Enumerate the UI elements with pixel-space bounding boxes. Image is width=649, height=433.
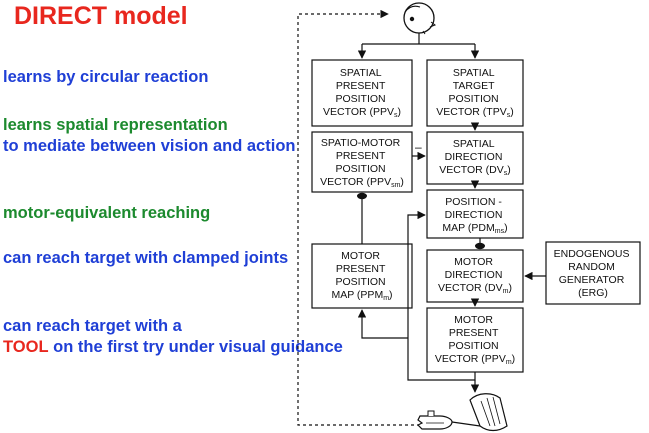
bullet-5-text-tool: TOOL [3, 338, 49, 356]
erg-line-3: GENERATOR [559, 274, 625, 286]
bullet-motor-equivalent: motor-equivalent reaching [3, 203, 210, 224]
box-ppm-m [311, 243, 413, 309]
bullet-5-text-b: on the first try under visual guidance [53, 338, 343, 356]
box-dv-s-text: SPATIAL DIRECTION VECTOR (DVs) [439, 138, 511, 177]
box-ppv-sm [311, 131, 413, 193]
box-pdm-ms-text: POSITION - DIRECTION MAP (PDMms) [442, 196, 507, 235]
bullet-2-text-a: learns [3, 116, 57, 134]
dv-s-line-2: DIRECTION [445, 151, 503, 163]
ppv-m-line-3: POSITION [448, 340, 498, 352]
box-dv-m [426, 249, 524, 303]
ppv-sm-line-1: SPATIO-MOTOR [321, 137, 401, 149]
minus-sign: – [415, 140, 422, 154]
bullet-clamped-joints: can reach target with clamped joints [3, 248, 288, 269]
ppm-m-line-3: POSITION [335, 276, 385, 288]
box-ppv-s-text: SPATIAL PRESENT POSITION VECTOR (PPVs) [323, 67, 401, 119]
ppm-m-line-1: MOTOR [341, 250, 380, 262]
erg-line-4: (ERG) [578, 287, 608, 299]
pdm-ms-line-3: MAP (PDMms) [442, 222, 507, 235]
box-ppv-m [426, 307, 524, 373]
ppv-s-line-2: PRESENT [336, 80, 386, 92]
ppv-sm-line-2: PRESENT [336, 150, 386, 162]
eye-face-icon [403, 2, 437, 35]
bullet-tool: can reach target with a TOOL on the firs… [3, 316, 343, 358]
dv-m-line-1: MOTOR [454, 256, 493, 268]
ppm-m-line-4: MAP (PPMm) [331, 289, 392, 302]
adaptive-synapse-ppvsm [357, 192, 367, 200]
box-erg [545, 241, 641, 305]
ppv-m-line-4: VECTOR (PPVm) [435, 353, 515, 366]
hand-icon [416, 410, 453, 430]
arm-icon [451, 393, 508, 432]
ppv-s-line-3: POSITION [335, 93, 385, 105]
arrow-ppvm-to-ppm [357, 309, 408, 339]
box-ppm-m-text: MOTOR PRESENT POSITION MAP (PPMm) [331, 250, 392, 302]
tpv-s-line-4: VECTOR (TPVs) [436, 106, 513, 119]
ppv-s-line-1: SPATIAL [340, 67, 382, 79]
bullet-2-text-b: spatial representation [56, 116, 228, 134]
bullet-1-text: learns by circular reaction [3, 68, 209, 86]
dv-m-line-2: DIRECTION [445, 269, 503, 281]
bullet-5-text-a: can reach target with a [3, 317, 182, 335]
tpv-s-line-1: SPATIAL [453, 67, 495, 79]
box-pdm-ms [426, 189, 524, 239]
ppv-sm-line-3: POSITION [335, 163, 385, 175]
box-tpv-s-text: SPATIAL TARGET POSITION VECTOR (TPVs) [436, 67, 513, 119]
dv-s-line-1: SPATIAL [453, 138, 495, 150]
slide-title: DIRECT model [14, 2, 188, 30]
ppm-m-line-2: PRESENT [336, 263, 386, 275]
dv-s-line-3: VECTOR (DVs) [439, 164, 511, 177]
ppv-m-line-2: PRESENT [449, 327, 499, 339]
visual-feedback-dashed-line [297, 9, 420, 426]
box-erg-text: ENDOGENOUS RANDOM GENERATOR (ERG) [554, 248, 633, 299]
box-ppv-sm-text: SPATIO-MOTOR PRESENT POSITION VECTOR (PP… [320, 137, 404, 189]
bullet-4-text: can reach target with clamped joints [3, 249, 289, 267]
bullet-3-text: motor-equivalent reaching [3, 204, 211, 222]
pdm-ms-line-1: POSITION - [445, 196, 502, 208]
erg-line-1: ENDOGENOUS [554, 248, 630, 260]
dv-m-line-3: VECTOR (DVm) [438, 282, 512, 295]
box-ppv-s [311, 59, 413, 127]
ppv-m-line-1: MOTOR [454, 314, 493, 326]
erg-line-2: RANDOM [568, 261, 615, 273]
tpv-s-line-2: TARGET [453, 80, 495, 92]
bullet-spatial-representation: learns spatial representation to mediate… [3, 115, 295, 157]
adaptive-synapse-dvm [475, 242, 485, 250]
bullet-circular-reaction: learns by circular reaction [3, 67, 208, 88]
box-dv-m-text: MOTOR DIRECTION VECTOR (DVm) [438, 256, 512, 295]
box-dv-s [426, 131, 524, 185]
bullet-2-text-c: to mediate between vision and action [3, 137, 296, 155]
eye-branch-line [362, 33, 475, 45]
tpv-s-line-3: POSITION [448, 93, 498, 105]
ppv-sm-line-4: VECTOR (PPVsm) [320, 176, 404, 189]
arrow-ppvm-feedback-to-ppm [407, 210, 476, 381]
pdm-ms-line-2: DIRECTION [445, 209, 503, 221]
ppv-s-line-4: VECTOR (PPVs) [323, 106, 401, 119]
box-ppv-m-text: MOTOR PRESENT POSITION VECTOR (PPVm) [435, 314, 515, 366]
